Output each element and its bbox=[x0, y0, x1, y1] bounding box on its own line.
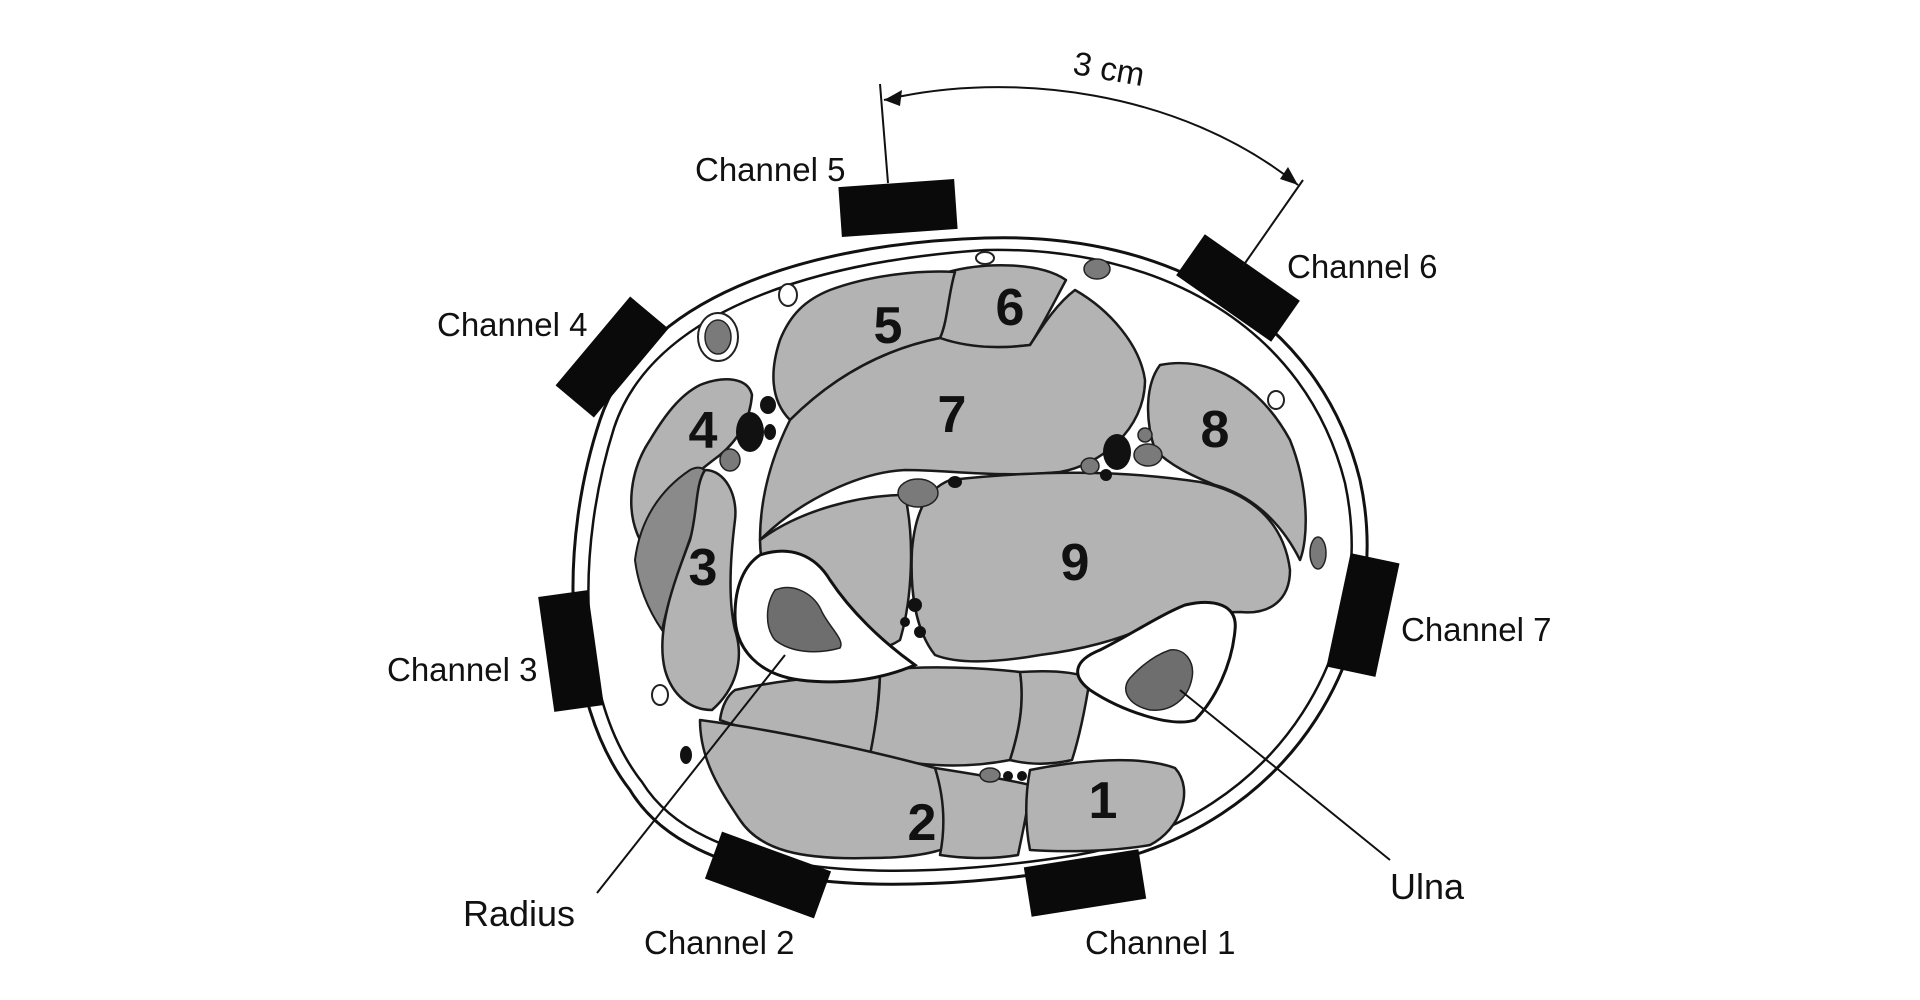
channel-label-6: Channel 6 bbox=[1287, 248, 1437, 285]
muscle-1 bbox=[1025, 758, 1186, 853]
electrode-channel-5 bbox=[838, 179, 958, 237]
ulna-bone bbox=[1076, 600, 1237, 724]
vessel-cluster-4 bbox=[764, 424, 776, 440]
vessel-right-cluster-2 bbox=[1133, 443, 1163, 467]
vessel-bottom-2 bbox=[1003, 771, 1013, 781]
channel-label-3: Channel 3 bbox=[387, 651, 537, 688]
vessel-bottom-1 bbox=[979, 767, 1001, 783]
vessel-lower-2 bbox=[914, 626, 926, 638]
vessel-top-small bbox=[778, 283, 798, 307]
muscle-number-7: 7 bbox=[938, 386, 967, 444]
channel-label-1: Channel 1 bbox=[1085, 924, 1235, 961]
muscle-number-2: 2 bbox=[908, 794, 937, 852]
vessel-left-low bbox=[651, 684, 669, 706]
muscle-group bbox=[630, 264, 1307, 860]
measurement-label: 3 cm bbox=[1071, 44, 1148, 93]
muscle-number-4: 4 bbox=[689, 402, 718, 460]
vessel-left-bottom bbox=[680, 746, 692, 764]
vessels bbox=[651, 251, 1327, 783]
channel-label-2: Channel 2 bbox=[644, 924, 794, 961]
ulna-leader bbox=[1179, 689, 1391, 861]
electrode-channel-3 bbox=[538, 590, 604, 712]
channel-label-4: Channel 4 bbox=[437, 306, 587, 343]
muscle-2-b bbox=[933, 766, 1032, 860]
vessel-right-cluster-4 bbox=[1137, 427, 1153, 443]
electrodes bbox=[538, 179, 1400, 919]
radius-leader bbox=[596, 654, 786, 894]
vessel-right-cluster-3 bbox=[1080, 457, 1100, 475]
vessel-mid-2 bbox=[948, 476, 962, 488]
channel-label-7: Channel 7 bbox=[1401, 611, 1551, 648]
vessel-right-side bbox=[1309, 536, 1327, 570]
muscle-number-labels: 1 2 3 4 5 6 7 8 9 bbox=[689, 279, 1230, 852]
vessel-top-right bbox=[1083, 258, 1111, 280]
radius-label: Radius bbox=[463, 893, 575, 934]
muscle-number-5: 5 bbox=[874, 297, 903, 355]
ulna-label: Ulna bbox=[1390, 866, 1465, 907]
electrode-channel-7 bbox=[1326, 553, 1400, 677]
vessel-top-mid bbox=[975, 251, 995, 265]
muscle-number-3: 3 bbox=[689, 539, 718, 597]
muscle-3 bbox=[661, 468, 741, 712]
muscle-number-8: 8 bbox=[1201, 401, 1230, 459]
muscle-7 bbox=[758, 288, 1147, 542]
vessel-lower-1 bbox=[908, 598, 922, 612]
measurement-arc: 3 cm bbox=[879, 44, 1304, 267]
vessel-right-cluster-1 bbox=[1103, 434, 1131, 470]
vessel-mid-1 bbox=[897, 478, 939, 508]
electrode-channel-4 bbox=[555, 296, 669, 418]
vessel-cluster-3 bbox=[719, 448, 741, 472]
vessel-bottom-3 bbox=[1017, 771, 1027, 781]
channel-labels: Channel 1 Channel 2 Channel 3 Channel 4 … bbox=[387, 151, 1551, 961]
muscle-number-6: 6 bbox=[996, 279, 1025, 337]
radius-bone bbox=[733, 549, 919, 684]
muscle-deep-lower-right bbox=[1008, 670, 1092, 765]
muscle-deep-lower-mid bbox=[868, 666, 1023, 767]
muscle-number-1: 1 bbox=[1089, 772, 1118, 830]
vessel-cluster-2 bbox=[760, 396, 776, 414]
channel-label-5: Channel 5 bbox=[695, 151, 845, 188]
electrode-channel-2 bbox=[704, 831, 832, 919]
vessel-cluster-1 bbox=[736, 412, 764, 452]
electrode-channel-1 bbox=[1023, 849, 1147, 917]
vessel-top-left-ring-inner bbox=[704, 319, 732, 355]
electrode-channel-6 bbox=[1176, 234, 1300, 342]
vessel-right-cluster-5 bbox=[1100, 469, 1112, 481]
vessel-right-small bbox=[1267, 390, 1285, 410]
muscle-number-9: 9 bbox=[1061, 534, 1090, 592]
vessel-lower-3 bbox=[900, 617, 910, 627]
